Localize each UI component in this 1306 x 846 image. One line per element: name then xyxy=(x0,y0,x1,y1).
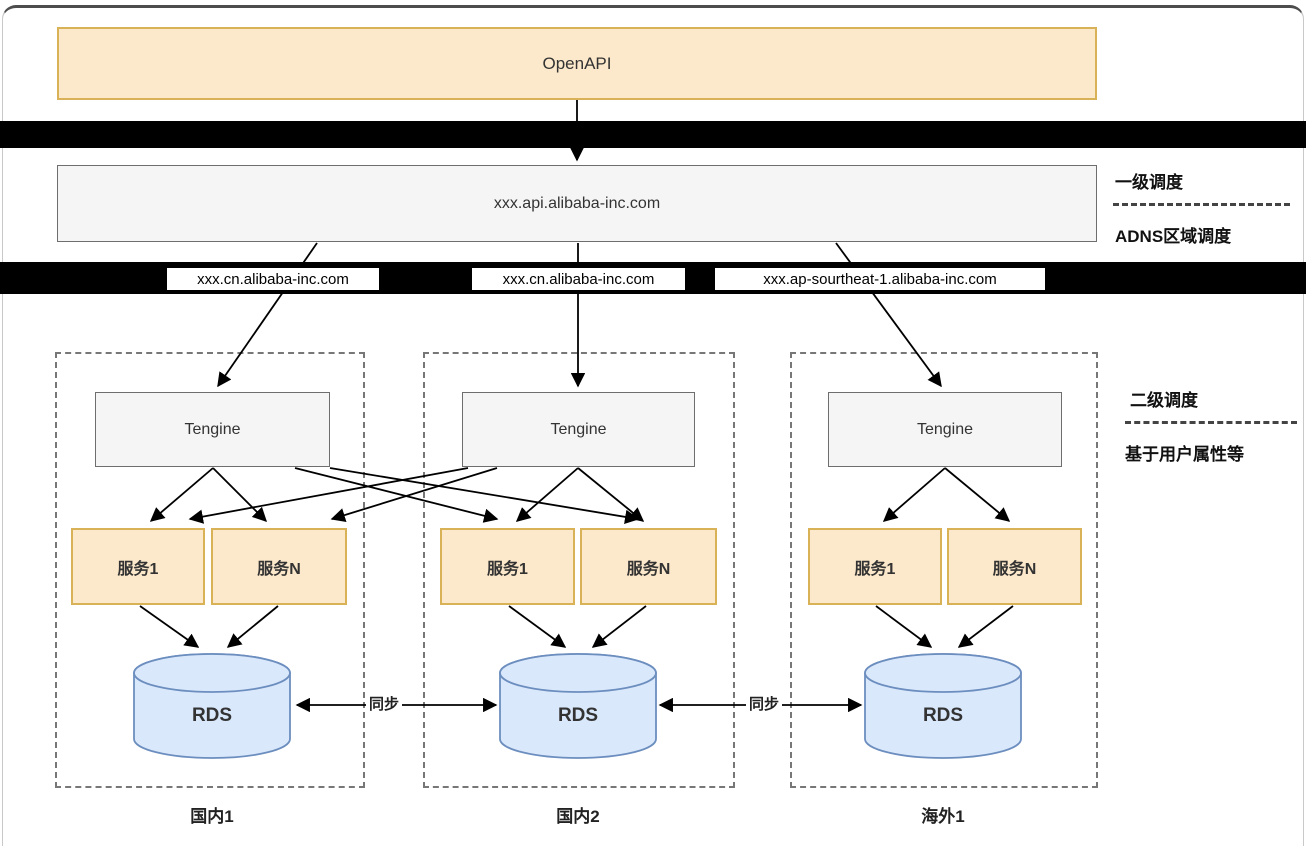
arrow-r3s1-to-rds3 xyxy=(875,605,933,648)
tengine-label-region2: Tengine xyxy=(550,420,607,438)
arrow-dns-to-tengine3 xyxy=(835,242,942,388)
rds2-cylinder-top xyxy=(499,653,657,693)
region-name-haiwai1: 海外1 xyxy=(921,806,965,826)
serviceN-node-region1: 服务N xyxy=(211,528,347,605)
region-box-guonei1 xyxy=(55,352,365,788)
service1-label-region3: 服务1 xyxy=(854,560,896,578)
rds-label-region2: RDS xyxy=(557,705,599,726)
arrow-tengine3-to-r3sn xyxy=(944,467,1011,522)
scheduling-bar-top xyxy=(0,121,1306,148)
openapi-node: OpenAPI xyxy=(57,27,1097,100)
tengine-node-region3: Tengine xyxy=(828,392,1062,467)
service1-label-region2: 服务1 xyxy=(487,560,528,578)
arrow-tengine2-to-r2sn xyxy=(577,467,645,522)
region-name-guonei1: 国内1 xyxy=(190,806,234,826)
serviceN-label-region3: 服务N xyxy=(992,560,1037,578)
arrow-tengine1-to-r2sn xyxy=(329,467,640,524)
openapi-label: OpenAPI xyxy=(542,53,612,73)
region-box-guonei2 xyxy=(423,352,735,788)
arrow-tengine2-to-r2s1 xyxy=(515,467,579,522)
rds-label-region1: RDS xyxy=(191,705,233,726)
arrow-tengine2-to-r1sn xyxy=(330,467,498,523)
domain-chip-cn2: xxx.cn.alibaba-inc.com xyxy=(471,267,686,291)
primary-dns-label: xxx.api.alibaba-inc.com xyxy=(493,194,661,212)
annotation-separator-2 xyxy=(1125,421,1297,424)
annotation-tier1: 一级调度 xyxy=(1115,173,1183,192)
arrow-tengine3-to-r3s1 xyxy=(882,467,946,522)
rds-label-region3: RDS xyxy=(922,705,964,726)
serviceN-label-region1: 服务N xyxy=(257,560,301,578)
tengine-label-region1: Tengine xyxy=(184,420,241,438)
annotation-tier1-sub: ADNS区域调度 xyxy=(1115,227,1232,246)
tengine-node-region1: Tengine xyxy=(95,392,330,467)
arrow-tengine1-to-r2s1 xyxy=(294,467,499,523)
annotation-separator-1 xyxy=(1113,203,1290,206)
arrow-r2s1-to-rds2 xyxy=(508,605,567,648)
domain-chip-overseas-label: xxx.ap-sourtheat-1.alibaba-inc.com xyxy=(763,270,997,288)
sync-label-1: 同步 xyxy=(366,692,403,714)
primary-dns-node: xxx.api.alibaba-inc.com xyxy=(57,165,1097,242)
region-name-guonei2: 国内2 xyxy=(556,806,600,826)
service1-label-region1: 服务1 xyxy=(117,560,159,578)
arrow-r3sn-to-rds3 xyxy=(957,605,1014,648)
service1-node-region3: 服务1 xyxy=(808,528,942,605)
arrow-r1sn-to-rds1 xyxy=(226,605,279,648)
region-box-haiwai1 xyxy=(790,352,1098,788)
service1-node-region2: 服务1 xyxy=(440,528,575,605)
rds3-cylinder-top xyxy=(864,653,1022,693)
service1-node-region1: 服务1 xyxy=(71,528,205,605)
sync-label-2: 同步 xyxy=(746,692,783,714)
annotation-tier2: 二级调度 xyxy=(1130,391,1198,410)
serviceN-node-region2: 服务N xyxy=(580,528,717,605)
rds1-cylinder-top xyxy=(133,653,291,693)
arrow-tengine1-to-r1sn xyxy=(212,467,268,523)
domain-chip-cn1: xxx.cn.alibaba-inc.com xyxy=(166,267,380,291)
arrow-r2sn-to-rds2 xyxy=(591,605,647,648)
tengine-node-region2: Tengine xyxy=(462,392,695,467)
domain-chip-cn2-label: xxx.cn.alibaba-inc.com xyxy=(502,270,655,288)
tengine-label-region3: Tengine xyxy=(916,420,974,438)
arrow-dns-to-tengine1 xyxy=(217,242,318,388)
serviceN-label-region2: 服务N xyxy=(626,560,671,578)
arrow-tengine1-to-r1s1 xyxy=(149,467,214,522)
domain-chip-cn1-label: xxx.cn.alibaba-inc.com xyxy=(197,270,349,288)
serviceN-node-region3: 服务N xyxy=(947,528,1082,605)
domain-chip-overseas: xxx.ap-sourtheat-1.alibaba-inc.com xyxy=(714,267,1046,291)
arrow-tengine2-to-r1s1 xyxy=(188,467,469,524)
arrow-r1s1-to-rds1 xyxy=(139,605,200,648)
annotation-tier2-sub: 基于用户属性等 xyxy=(1125,445,1244,464)
